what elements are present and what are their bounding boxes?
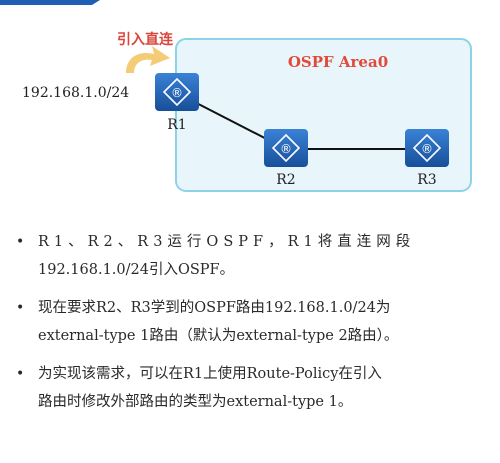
import-arrow-icon [126,46,170,73]
top-accent-bar [0,0,100,5]
area-title: OSPF Area0 [288,53,388,71]
network-label: 192.168.1.0/24 [22,85,129,101]
bullet-item: • 现在要求R2、R3学到的OSPF路由192.168.1.0/24为 exte… [14,294,484,350]
bullet-dot-icon: • [16,300,25,316]
bullet-item: • 为实现该需求，可以在R1上使用Route-Policy在引入 路由时修改外部… [14,360,484,416]
router-label-r2: R2 [276,172,295,188]
router-r3[interactable] [404,128,450,168]
bullet-line: 路由时修改外部路由的类型为external-type 1。 [38,394,353,410]
bullet-line: 为实现该需求，可以在R1上使用Route-Policy在引入 [38,366,382,382]
bullet-line: 现在要求R2、R3学到的OSPF路由192.168.1.0/24为 [38,300,391,316]
bullet-dot-icon: • [16,366,25,382]
router-r2[interactable] [263,128,309,168]
bullet-item: • R1、R2、R3运行OSPF，R1将直连网段 192.168.1.0/24引… [14,228,484,284]
bullet-line: external-type 1路由（默认为external-type 2路由）。 [38,328,399,344]
callout-text: 引入直连 [117,31,174,48]
bullet-line: R1、R2、R3运行OSPF，R1将直连网段 [38,234,416,250]
router-r1[interactable] [154,72,200,112]
bullet-dot-icon: • [16,234,25,250]
bullet-list: • R1、R2、R3运行OSPF，R1将直连网段 192.168.1.0/24引… [14,228,484,426]
ospf-area-box [175,38,472,192]
router-icon [263,128,309,168]
network-diagram: ® OSPF Area0 引入直连 192.168.1.0/24 R1 R2 R… [22,31,472,192]
router-label-r1: R1 [167,117,186,133]
router-icon [154,72,200,112]
router-label-r3: R3 [417,172,436,188]
bullet-line: 192.168.1.0/24引入OSPF。 [38,262,235,278]
router-icon [404,128,450,168]
